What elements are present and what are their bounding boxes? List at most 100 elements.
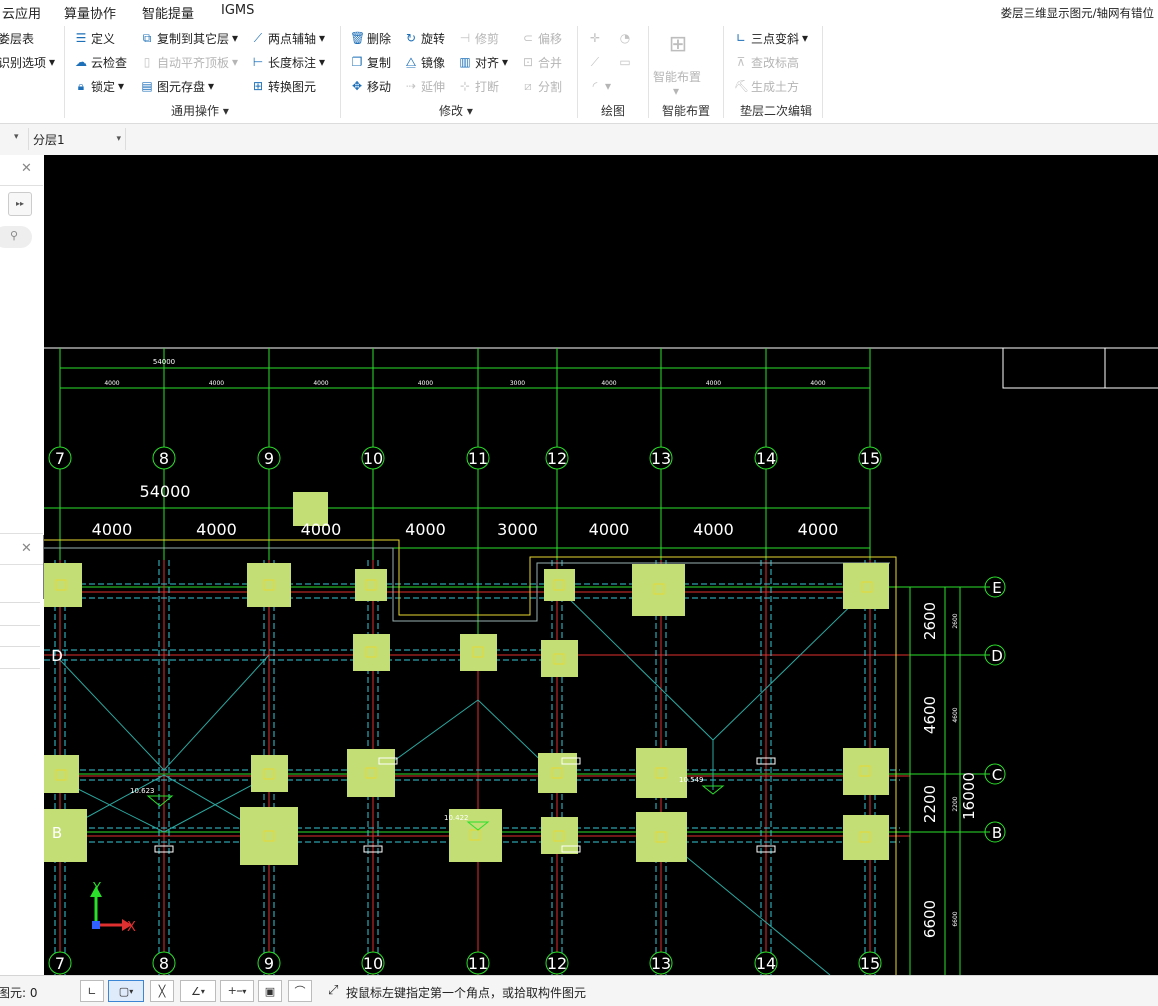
axis-number-7: 7 xyxy=(55,954,65,973)
recognize-options-button[interactable]: 识别选项▾ xyxy=(0,53,55,71)
draw-line-button[interactable]: ⟋ xyxy=(588,53,602,71)
align-button[interactable]: ▥对齐▾ xyxy=(458,53,508,71)
search-input[interactable] xyxy=(0,226,32,248)
menu-smart-quantity[interactable]: 智能提量 xyxy=(142,7,195,22)
generate-earthwork-button[interactable]: ⛏︎生成土方 xyxy=(734,77,799,95)
cross-select-button[interactable]: ╳ xyxy=(150,980,174,1002)
split-button[interactable]: ⧄分割 xyxy=(521,77,562,95)
two-point-axis-button[interactable]: ⟋两点辅轴▾ xyxy=(251,29,325,47)
floor-table-button[interactable]: 娄层表 xyxy=(0,29,34,47)
align-slab-icon: ▯ xyxy=(143,55,151,69)
split-label: 分割 xyxy=(538,79,563,94)
three-point-slope-button[interactable]: ∟三点变斜▾ xyxy=(734,29,808,47)
divider xyxy=(648,26,649,118)
define-label: 定义 xyxy=(91,31,116,46)
divider xyxy=(64,26,65,118)
lock-label: 锁定 xyxy=(91,79,116,94)
curve-button[interactable]: ⌒ xyxy=(288,980,312,1002)
axis-number-14: 14 xyxy=(756,449,776,468)
draw-rect-button[interactable]: ▭ xyxy=(618,53,632,71)
merge-button[interactable]: ⊡合并 xyxy=(521,53,562,71)
element-count: 图元: 0 xyxy=(0,986,38,1000)
trim-button[interactable]: ⊣修剪 xyxy=(458,29,499,47)
search-icon: ⚲ xyxy=(10,229,19,242)
delete-button[interactable]: 🗑︎删除 xyxy=(350,29,391,47)
convert-icon: ⊞ xyxy=(252,79,264,93)
auto-align-slab-button[interactable]: ▯自动平齐顶板▾ xyxy=(140,53,238,71)
draw-arc-button[interactable]: ◜▾ xyxy=(588,77,611,95)
lock-button[interactable]: 🔒︎锁定▾ xyxy=(74,77,124,95)
draw-rotate-point-button[interactable]: ◔ xyxy=(618,29,632,47)
snap-button[interactable]: +⎯▾ xyxy=(220,980,254,1002)
menu-bar: 云应用 算量协作 智能提量 IGMS 娄层三维显示图元/轴网有错位 xyxy=(0,0,1158,22)
axis-bubble-15 xyxy=(858,951,882,975)
property-row[interactable] xyxy=(0,602,40,626)
right-span-text: 6600 xyxy=(921,900,939,938)
select-mode-button[interactable]: ▢▾ xyxy=(108,980,144,1002)
smart-layout-button[interactable]: 智能布置 xyxy=(653,67,701,85)
bay-span-text: 4000 xyxy=(798,520,839,539)
total-dim-text: 54000 xyxy=(140,482,191,501)
axis-bubble-11 xyxy=(466,951,490,975)
axis-bubble-8 xyxy=(152,951,176,975)
cloud-check-button[interactable]: ☁云检查 xyxy=(74,53,127,71)
convert-elements-button[interactable]: ⊞转换图元 xyxy=(251,77,316,95)
extend-button[interactable]: ⇢延伸 xyxy=(404,77,445,95)
property-row[interactable] xyxy=(0,624,40,647)
chevron-down-icon: ▾ xyxy=(200,986,205,996)
move-button[interactable]: ✥移动 xyxy=(350,77,391,95)
display-button[interactable]: ▣ xyxy=(258,980,282,1002)
bay-span-text: 4000 xyxy=(92,520,133,539)
layer-select[interactable]: 分层1 ▾ xyxy=(28,128,126,150)
menu-collab[interactable]: 算量协作 xyxy=(64,7,117,22)
chevron-down-icon: ▾ xyxy=(116,134,121,144)
define-button[interactable]: ☰ 定义 xyxy=(74,29,115,47)
break-button[interactable]: ⊹打断 xyxy=(458,77,499,95)
chevron-down-icon[interactable]: ▾ xyxy=(14,132,19,142)
chevron-down-icon: ▾ xyxy=(129,986,134,996)
axis-number-11: 11 xyxy=(468,449,488,468)
divider xyxy=(577,26,578,118)
copy-button[interactable]: ❐复制 xyxy=(350,53,391,71)
expand-button[interactable]: ▸▸ xyxy=(8,192,32,216)
ortho-button[interactable]: ∟ xyxy=(80,980,104,1002)
bay-span-text: 4000 xyxy=(589,520,630,539)
close-icon[interactable]: ✕ xyxy=(21,161,32,176)
save-elements-button[interactable]: ▤图元存盘▾ xyxy=(140,77,214,95)
display-icon: ▣ xyxy=(264,984,276,998)
copy-to-layer-button[interactable]: ⧉复制到其它层▾ xyxy=(140,29,238,47)
close-icon[interactable]: ✕ xyxy=(21,541,32,556)
axis-bubble-b xyxy=(984,821,1006,843)
length-dim-button[interactable]: ⊢长度标注▾ xyxy=(251,53,325,71)
divider xyxy=(340,26,341,118)
break-icon: ⊹ xyxy=(459,79,471,93)
title-block xyxy=(1002,347,1158,389)
foundation-pads xyxy=(44,492,889,865)
define-icon: ☰ xyxy=(75,31,87,45)
group-label-cushion: 垫层二次编辑 xyxy=(740,104,813,118)
delete-icon: 🗑︎ xyxy=(350,31,366,45)
offset-icon: ⊂ xyxy=(522,31,534,45)
chevron-down-icon: ▾ xyxy=(232,31,239,45)
property-row[interactable] xyxy=(0,646,40,669)
bay-span-small-text: 4000 xyxy=(209,380,224,387)
angle-button[interactable]: ∠▾ xyxy=(180,980,216,1002)
axis-number-8: 8 xyxy=(159,449,169,468)
axis-letter-c: C xyxy=(992,766,1002,784)
elevation-marker xyxy=(466,821,490,831)
rotate-button[interactable]: ↻旋转 xyxy=(404,29,445,47)
length-dim-label: 长度标注 xyxy=(268,55,317,70)
angle-icon: ∠ xyxy=(191,984,201,998)
axis-number-8: 8 xyxy=(159,954,169,973)
axis-bubble-9 xyxy=(257,951,281,975)
draw-point-button[interactable]: ✛ xyxy=(588,29,602,47)
move-label: 移动 xyxy=(367,79,392,94)
edit-elevation-button[interactable]: ⊼查改标高 xyxy=(734,53,799,71)
offset-button[interactable]: ⊂偏移 xyxy=(521,29,562,47)
menu-cloud-app[interactable]: 云应用 xyxy=(2,7,42,22)
chevron-down-icon: ▾ xyxy=(232,55,239,69)
bay-span-text: 4000 xyxy=(693,520,734,539)
menu-igms[interactable]: IGMS xyxy=(221,3,255,18)
mirror-button[interactable]: ⧋镜像 xyxy=(404,53,445,71)
